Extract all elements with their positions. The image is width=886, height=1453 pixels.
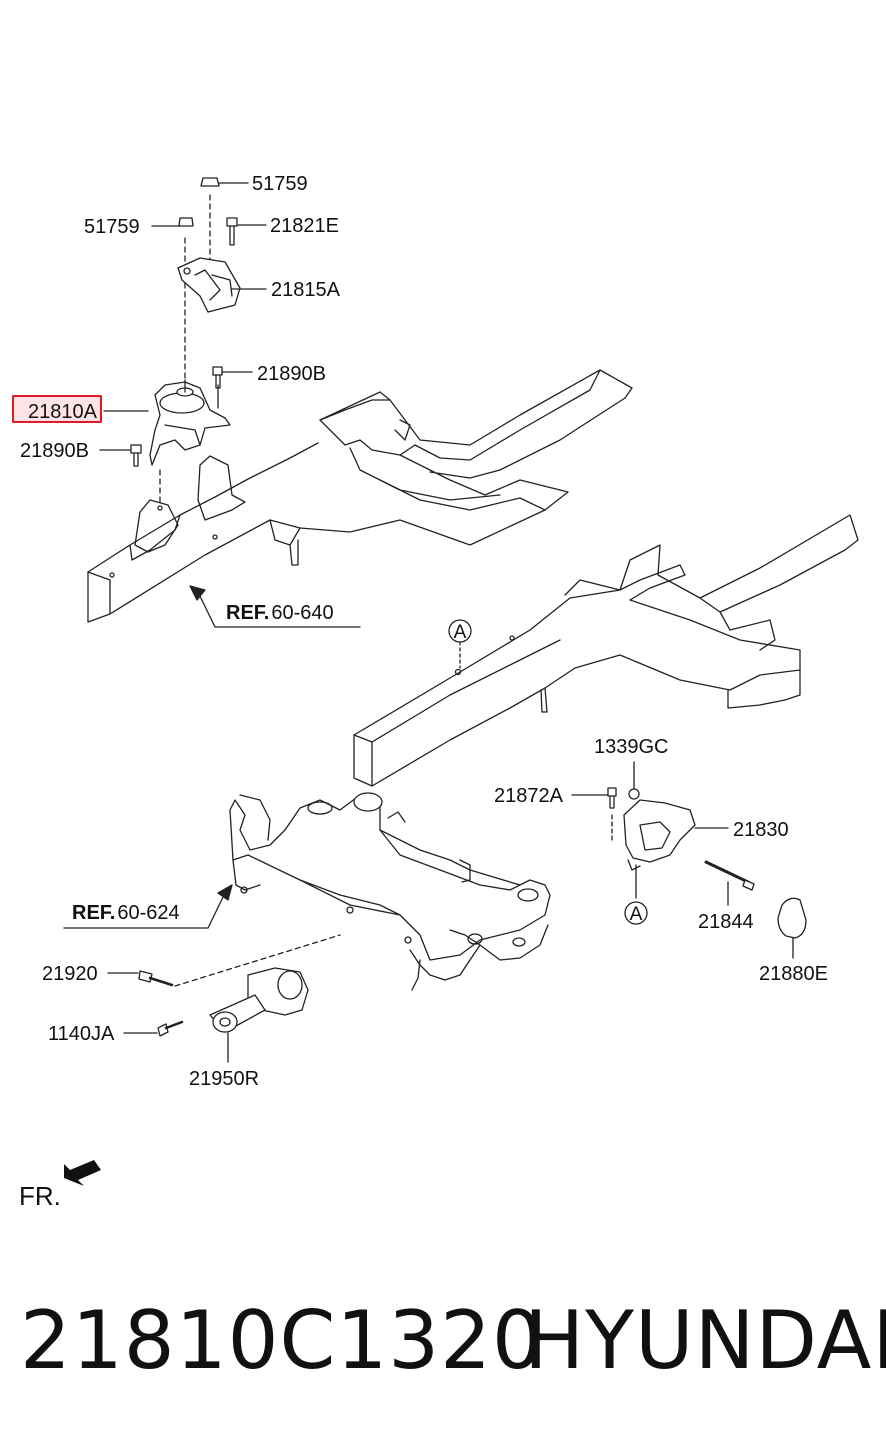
transmission-mount-assembly xyxy=(607,787,807,939)
ref-60-624[interactable]: REF.60-624 xyxy=(72,902,180,924)
footer-part-number: 21810C1320 xyxy=(20,1294,544,1387)
engine-mount-assembly xyxy=(130,177,241,511)
roll-rod-assembly xyxy=(138,934,341,1063)
ref-60-640-number: 60-640 xyxy=(271,602,333,624)
label-21920[interactable]: 21920 xyxy=(42,963,98,985)
label-1140JA[interactable]: 1140JA xyxy=(48,1023,115,1045)
front-label: FR. xyxy=(19,1181,61,1211)
highlight-box xyxy=(12,395,102,423)
connector-a-bottom-label: A xyxy=(630,904,643,925)
connector-a-top-label: A xyxy=(454,622,467,643)
leader-lines xyxy=(63,182,794,1034)
ref-60-640[interactable]: REF.60-640 xyxy=(226,602,334,624)
label-21890B-right[interactable]: 21890B xyxy=(257,363,326,385)
label-51759-top[interactable]: 51759 xyxy=(252,173,308,195)
ref-60-624-number: 60-624 xyxy=(117,902,179,924)
front-subframe xyxy=(229,792,551,991)
label-51759-left[interactable]: 51759 xyxy=(84,216,140,238)
label-21821E[interactable]: 21821E xyxy=(270,215,339,237)
connector-a-bottom xyxy=(624,901,648,925)
label-21815A[interactable]: 21815A xyxy=(271,279,341,301)
footer-brand: HYUNDAI xyxy=(524,1294,886,1387)
label-21950R[interactable]: 21950R xyxy=(189,1068,259,1090)
label-21872A[interactable]: 21872A xyxy=(494,785,564,807)
label-21830[interactable]: 21830 xyxy=(733,819,789,841)
label-1339GC[interactable]: 1339GC xyxy=(594,736,669,758)
ref-60-640-prefix: REF. xyxy=(226,602,269,624)
front-arrow-icon xyxy=(64,1160,101,1186)
lower-frame-rail xyxy=(353,514,859,787)
label-21844[interactable]: 21844 xyxy=(698,911,754,933)
part-labels: 51759 51759 21821E 21815A 21890B 21810A … xyxy=(19,173,828,1211)
label-21890B-left[interactable]: 21890B xyxy=(20,440,89,462)
upper-frame-rail xyxy=(87,369,633,623)
ref-60-624-prefix: REF. xyxy=(72,902,115,924)
connector-a-top xyxy=(448,619,472,669)
label-21880E[interactable]: 21880E xyxy=(759,963,828,985)
label-21810A[interactable]: 21810A xyxy=(28,401,98,423)
